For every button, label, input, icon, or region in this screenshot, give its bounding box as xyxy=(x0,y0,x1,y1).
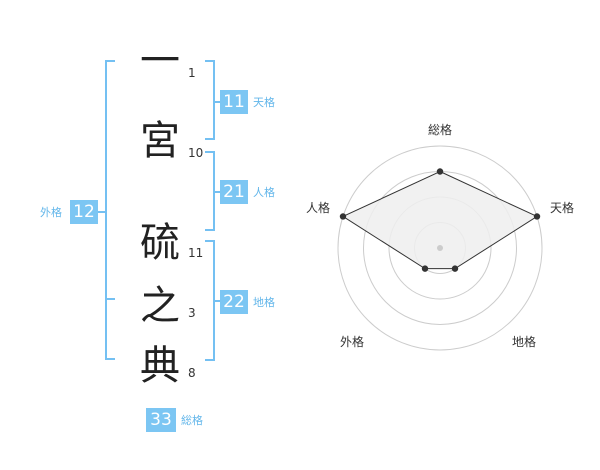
name-char-6: 典 xyxy=(140,343,180,389)
radar-shape xyxy=(341,170,539,270)
radar-point-0 xyxy=(436,168,444,175)
radar-points xyxy=(339,168,541,272)
radar-point-4 xyxy=(339,213,347,220)
stroke-count-5: 3 xyxy=(188,306,196,320)
chikaku-badge: 22 xyxy=(220,290,248,314)
stroke-count-4: 11 xyxy=(188,246,204,260)
stroke-count-1: 1 xyxy=(188,66,196,80)
radar-point-3 xyxy=(421,265,429,272)
soukaku-badge: 33 xyxy=(146,408,176,432)
radar-center-point xyxy=(437,245,443,251)
jinkaku-label: 人格 xyxy=(253,186,275,199)
radar-grid-ring-4 xyxy=(337,145,543,351)
chikaku-label: 地格 xyxy=(253,296,275,309)
soukaku-label: 総格 xyxy=(181,414,203,427)
stroke-count-6: 8 xyxy=(188,366,196,380)
name-char-1: 一 xyxy=(140,38,180,84)
name-char-5: 之 xyxy=(140,283,180,329)
name-char-4: 硫 xyxy=(140,220,180,266)
radar-label-gaikaku: 外格 xyxy=(340,334,364,349)
gaikaku-label: 外格 xyxy=(40,206,62,219)
radar-label-soukaku: 総格 xyxy=(428,122,452,137)
jinkaku-badge: 21 xyxy=(220,180,248,204)
gaikaku-badge: 12 xyxy=(70,200,98,224)
name-char-2: 宮 xyxy=(140,118,180,164)
radar-point-1 xyxy=(533,213,541,220)
tenkaku-badge: 11 xyxy=(220,90,248,114)
radar-point-2 xyxy=(451,265,459,272)
radar-label-jinkaku: 人格 xyxy=(306,200,330,215)
radar-label-chikaku: 地格 xyxy=(512,334,536,349)
radar-label-tenkaku: 天格 xyxy=(550,200,574,215)
stroke-count-2: 10 xyxy=(188,146,204,160)
tenkaku-label: 天格 xyxy=(253,96,275,109)
